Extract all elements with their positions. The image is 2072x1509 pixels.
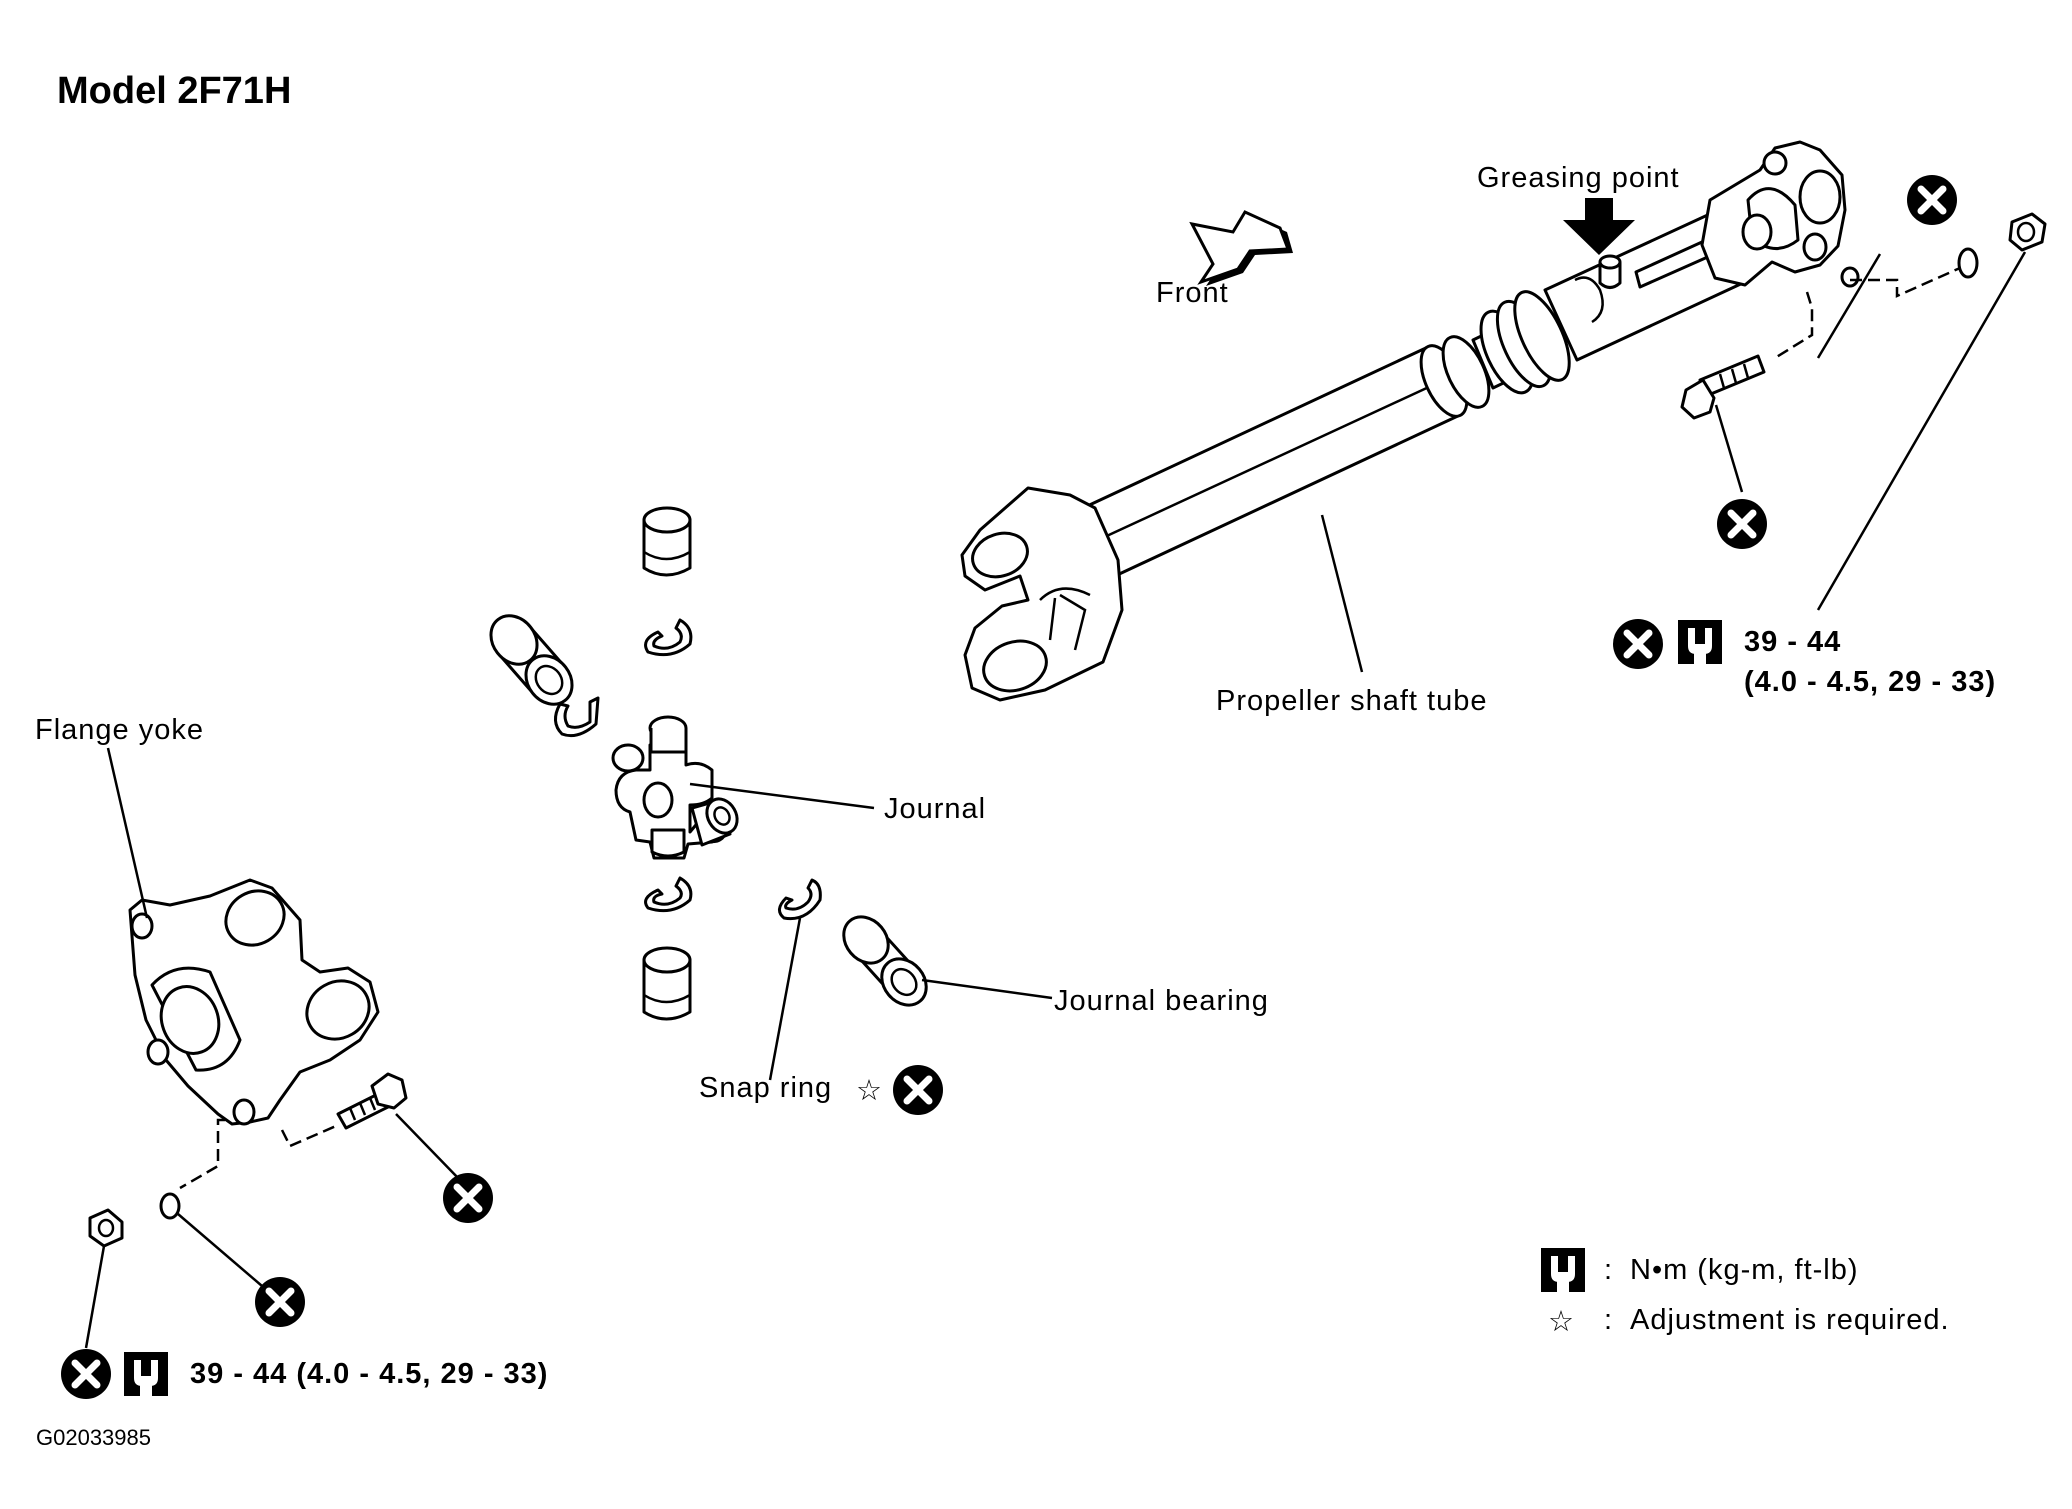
- legend-adjustment-text: Adjustment is required.: [1630, 1304, 1950, 1336]
- journal-bearing-left: [489, 614, 574, 706]
- torque-wrench-icon: [124, 1352, 168, 1396]
- snap-ring-left: [554, 696, 600, 738]
- legend-star-icon: ☆: [1548, 1306, 1575, 1338]
- do-not-reuse-icon: [1717, 499, 1767, 549]
- snap-ring-bottom-right: [778, 878, 822, 921]
- front-arrow-icon: [1189, 210, 1293, 286]
- greasing-point-label: Greasing point: [1477, 162, 1680, 194]
- journal-bearing-label: Journal bearing: [1054, 985, 1269, 1017]
- torque-wrench-icon: [1541, 1248, 1585, 1292]
- flange-yoke: [128, 878, 380, 1126]
- do-not-reuse-icon: [443, 1173, 493, 1223]
- do-not-reuse-icon: [893, 1065, 943, 1115]
- washer-nut-left: [88, 1192, 181, 1248]
- torque-wrench-icon: [1678, 620, 1722, 664]
- torque-value-right: 39 - 44: [1744, 626, 1842, 658]
- journal-label: Journal: [884, 793, 987, 825]
- journal-cross: [611, 715, 739, 860]
- washer-nut-right: [1957, 212, 2047, 279]
- do-not-reuse-icon: [1907, 175, 1957, 225]
- page-title: Model 2F71H: [57, 70, 292, 112]
- flange-yoke-label: Flange yoke: [35, 714, 204, 746]
- propeller-shaft-tube-label: Propeller shaft tube: [1216, 685, 1488, 717]
- star-icon: ☆: [856, 1075, 883, 1107]
- do-not-reuse-icon: [255, 1277, 305, 1327]
- legend-torque-units: N•m (kg-m, ft-lb): [1630, 1254, 1859, 1286]
- bolt-left: [336, 1072, 408, 1130]
- do-not-reuse-icon: [1613, 619, 1663, 669]
- greasing-arrow-icon: [1563, 198, 1635, 255]
- bolt-right: [1680, 354, 1766, 420]
- torque-spec-left: 39 - 44 (4.0 - 4.5, 29 - 33): [190, 1358, 549, 1390]
- snap-ring-label: Snap ring: [699, 1072, 833, 1104]
- legend-colon: :: [1604, 1254, 1614, 1286]
- legend-colon: :: [1604, 1304, 1614, 1336]
- journal-bearing-top: [642, 506, 692, 577]
- snap-ring-bottom-left: [644, 876, 693, 913]
- torque-units-right: (4.0 - 4.5, 29 - 33): [1744, 666, 1997, 698]
- do-not-reuse-icon: [61, 1349, 111, 1399]
- propeller-shaft: [960, 140, 1860, 702]
- leader-lines: [84, 251, 2027, 1349]
- figure-id: G02033985: [36, 1425, 151, 1450]
- journal-bearing-right: [842, 915, 928, 1007]
- journal-bearing-bottom: [642, 946, 692, 1021]
- snap-ring-top: [644, 618, 693, 657]
- front-label: Front: [1156, 277, 1229, 309]
